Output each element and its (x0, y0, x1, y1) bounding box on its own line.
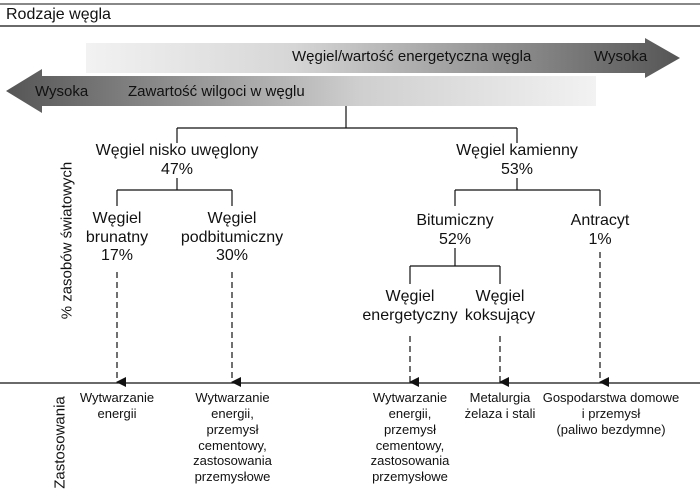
energy-value-label: Węgiel/wartość energetyczna węgla (292, 48, 532, 65)
anthracite-node: Antracyt 1% (570, 212, 630, 248)
subbituminous-node: Węgiel podbitumiczny 30% (180, 210, 284, 265)
lignite-application: Wytwarzanie energii (79, 390, 155, 421)
moisture-content-label: Zawartość wilgoci w węglu (128, 83, 305, 100)
tree-connectors (116, 106, 601, 284)
subbituminous-application: Wytwarzanie energii, przemysł cementowy,… (193, 390, 272, 485)
anthracite-application: Gospodarstwa domowe i przemysł (paliwo b… (542, 390, 680, 437)
energy-value-arrow (86, 38, 680, 78)
lignite-node: Węgiel brunatny 17% (85, 210, 149, 265)
coking-coal-node: Węgiel koksujący (464, 288, 536, 324)
hard-coal-node: Węgiel kamienny 53% (456, 142, 578, 178)
steam-coal-node: Węgiel energetyczny (362, 288, 458, 324)
steam-coal-application: Wytwarzanie energii, przemysł cementowy,… (370, 390, 450, 485)
bituminous-node: Bitumiczny 52% (416, 212, 494, 248)
energy-value-high-label: Wysoka (594, 48, 648, 65)
coking-coal-application: Metalurgia żelaza i stali (464, 390, 536, 421)
moisture-high-label: Wysoka (35, 83, 89, 100)
application-arrows (116, 252, 609, 387)
moisture-content-arrow (6, 69, 596, 113)
low-rank-coal-node: Węgiel nisko uwęglony 47% (95, 142, 259, 178)
header-title: Rodzaje węgla (6, 6, 111, 23)
